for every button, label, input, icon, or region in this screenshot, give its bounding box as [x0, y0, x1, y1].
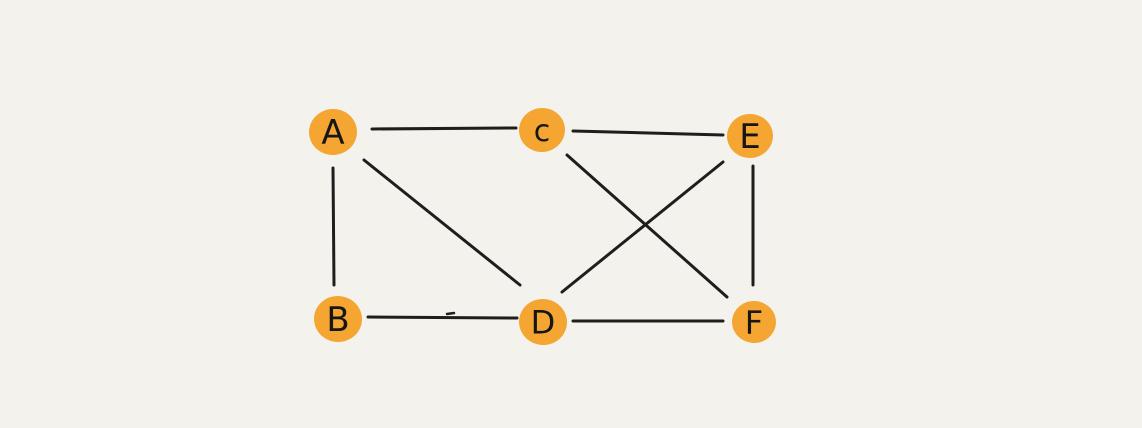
edge-B-D: [366, 315, 519, 320]
node-C: [519, 107, 565, 153]
node-D: [519, 298, 567, 346]
node-B: [314, 295, 362, 343]
node-B-label: B: [326, 300, 349, 340]
node-D-label: D: [531, 304, 556, 342]
edge-C-F: [565, 153, 729, 299]
node-E-label: E: [739, 117, 760, 157]
edge-A-C: [370, 126, 518, 131]
node-A-label: A: [321, 113, 344, 153]
edge-E-D: [560, 160, 725, 294]
edge-A-D: [362, 158, 522, 287]
pen-mark-0: [445, 311, 456, 316]
edge-C-E: [571, 129, 725, 137]
edge-A-B: [331, 166, 336, 287]
node-E: [727, 113, 773, 159]
node-F-label: F: [745, 304, 763, 342]
node-F: [732, 300, 776, 344]
node-C-label: c: [534, 114, 551, 149]
node-A: [309, 108, 357, 156]
